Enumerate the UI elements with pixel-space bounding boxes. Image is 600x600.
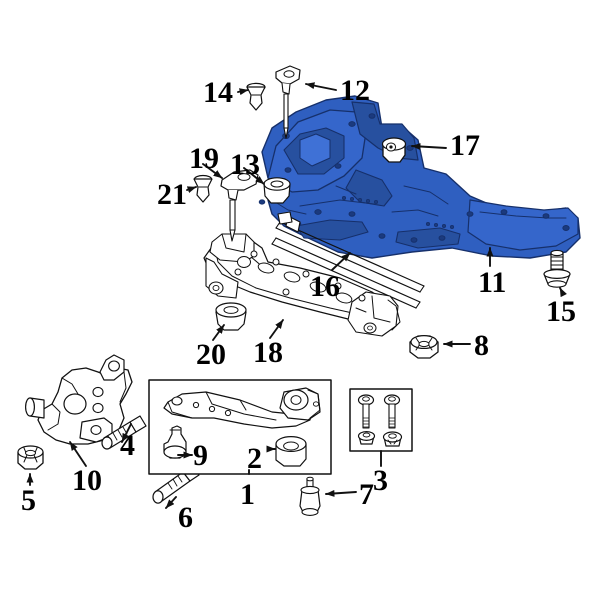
leader-6 — [165, 496, 177, 509]
bushing-17 — [381, 137, 407, 163]
callout-3: 3 — [373, 464, 388, 497]
bolt-and-nut-kit-box — [349, 388, 413, 452]
callout-1: 1 — [240, 478, 255, 511]
callout-17: 17 — [450, 129, 480, 162]
grommet-13 — [263, 177, 291, 204]
leader-16 — [331, 252, 351, 271]
leader-7 — [325, 489, 357, 497]
callout-7: 7 — [359, 478, 374, 511]
front-lower-control-arm-assembly-box — [148, 379, 332, 475]
callout-8: 8 — [474, 329, 489, 362]
callout-5: 5 — [21, 484, 36, 517]
callout-19: 19 — [189, 142, 219, 175]
steering-knuckle — [25, 354, 133, 445]
ball-joint-stud — [299, 476, 321, 516]
callout-4: 4 — [120, 429, 135, 462]
crossmember-hex-nut — [409, 335, 439, 359]
callout-10: 10 — [72, 464, 102, 497]
leader-19 — [202, 163, 223, 179]
callout-leader-lines — [26, 82, 567, 509]
callout-20: 20 — [196, 338, 226, 371]
callout-6: 6 — [178, 501, 193, 534]
flange-bolt-15 — [543, 249, 571, 288]
callout-12: 12 — [340, 74, 370, 107]
alignment-pin-12 — [275, 65, 301, 139]
callout-16: 16 — [310, 270, 340, 303]
leader-18 — [269, 319, 284, 339]
leader-10 — [69, 441, 87, 467]
leader-20 — [212, 324, 225, 341]
leader-4 — [121, 423, 132, 443]
knuckle-nut — [17, 445, 44, 470]
push-pin-retainer-14 — [246, 82, 266, 111]
leader-12 — [305, 82, 337, 91]
leader-14 — [237, 88, 249, 96]
callout-14: 14 — [203, 76, 233, 109]
tie-brace-rod-16 — [271, 211, 425, 309]
leader-17 — [411, 143, 447, 150]
rear-crossmember-18 — [203, 233, 401, 337]
callout-18: 18 — [253, 336, 283, 369]
callout-9: 9 — [193, 439, 208, 472]
leader-15 — [559, 287, 567, 298]
callout-21: 21 — [157, 178, 187, 211]
bushing-20 — [215, 302, 247, 331]
leader-21 — [186, 186, 197, 194]
leader-13 — [243, 167, 265, 185]
push-pin-retainer-21 — [193, 174, 213, 203]
callout-13: 13 — [230, 148, 260, 181]
callout-15: 15 — [546, 295, 576, 328]
callout-11: 11 — [478, 266, 507, 299]
callout-2: 2 — [247, 442, 262, 475]
